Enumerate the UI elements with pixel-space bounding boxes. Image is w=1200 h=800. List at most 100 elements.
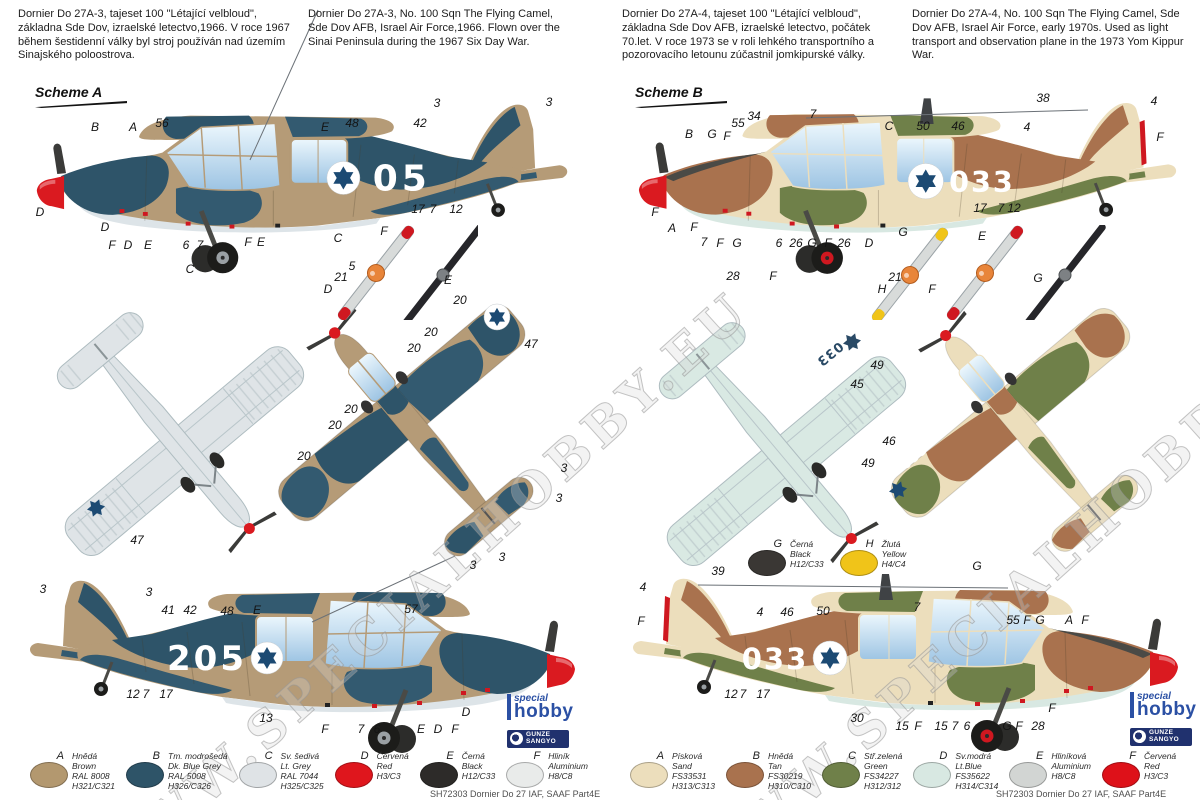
gunze-logo-line2: SANGYO: [1149, 735, 1179, 743]
special-hobby-logo-top: special: [514, 693, 548, 704]
legend-letter: B: [152, 750, 161, 762]
scheme-a-side-view-bottom: 205: [22, 572, 582, 772]
scheme-b-side-view-bottom: 033: [625, 570, 1185, 770]
gunze-logo-line1: GUNZE: [526, 731, 551, 738]
scheme-a-topview-roundel: [483, 303, 511, 331]
star-of-david-icon: [886, 477, 910, 503]
scheme-b-side-view-top: 033: [632, 94, 1184, 292]
color-swatch: [30, 762, 68, 788]
legend-letter: E: [1035, 750, 1044, 762]
fuselage-code: 205: [167, 639, 247, 679]
scheme-b-text-english: Dornier Do 27A-4, No. 100 Sqn The Flying…: [912, 8, 1184, 62]
propeller-blade-part-red-tip: [942, 225, 1028, 320]
color-swatch: [1102, 762, 1141, 788]
legend-letter: D: [939, 750, 948, 762]
legend-letter: B: [752, 750, 761, 762]
color-swatch: [839, 550, 878, 576]
scheme-a-underline: [35, 101, 127, 108]
color-swatch: [1009, 762, 1048, 788]
color-swatch: [238, 762, 277, 788]
scheme-b-label-text: Scheme B: [635, 84, 703, 100]
scheme-a-label-text: Scheme A: [35, 84, 103, 100]
fuselage-code: 05: [373, 159, 431, 200]
color-swatch: [506, 762, 545, 788]
legend-letter: A: [656, 750, 664, 762]
kit-number-footer: SH72303 Dornier Do 27 IAF, SAAF Part4E: [430, 789, 601, 799]
legend-letter: C: [848, 750, 857, 762]
legend-letter: F: [533, 750, 541, 762]
legend-letter: G: [773, 538, 782, 550]
scheme-b-underline: [635, 101, 727, 108]
legend-letter: H: [865, 538, 874, 550]
scheme-b-detail-parts: [867, 225, 1110, 320]
scheme-b-text-czech: Dornier Do 27A-4, tajeset 100 "Létající …: [622, 8, 874, 62]
scheme-a-text-czech: Dornier Do 27A-3, tajeset 100 "Létající …: [18, 8, 290, 62]
legend-letter: A: [56, 750, 64, 762]
legend-letter: E: [446, 750, 454, 762]
special-hobby-logo-main: hobby: [514, 701, 574, 722]
fuselage-code: 033: [742, 642, 809, 676]
scheme-a-text-english: Dornier Do 27A-3, No. 100 Sqn The Flying…: [308, 8, 560, 48]
color-swatch: [126, 762, 165, 788]
gunze-sangyo-logo: GUNZE SANGYO: [1130, 728, 1192, 746]
black-propeller-part: [1020, 225, 1110, 320]
gunze-logo-icon: [510, 732, 523, 746]
gunze-logo-icon: [1133, 730, 1146, 744]
gunze-logo-line1: GUNZE: [1149, 729, 1174, 736]
color-swatch: [822, 762, 861, 788]
star-of-david-icon: [84, 495, 108, 521]
scheme-b-label: Scheme B: [635, 84, 727, 108]
legend-letter: F: [1129, 750, 1137, 762]
special-hobby-logo: special hobby: [507, 693, 574, 722]
color-swatch: [913, 762, 952, 788]
scheme-a-detail-parts: [333, 225, 478, 320]
color-swatch: [419, 762, 458, 788]
gunze-logo-line2: SANGYO: [526, 737, 556, 745]
special-hobby-logo-top: special: [1137, 691, 1171, 702]
fuselage-code: 033: [949, 165, 1015, 199]
kit-number-footer: SH72303 Dornier Do 27 IAF, SAAF Part4E: [996, 789, 1167, 799]
propeller-blade-part-yellow-tip: [867, 225, 953, 320]
gunze-sangyo-logo: GUNZE SANGYO: [507, 730, 569, 748]
color-swatch: [726, 762, 765, 788]
propeller-blade-part: [333, 225, 419, 320]
special-hobby-logo: special hobby: [1130, 691, 1197, 720]
color-swatch: [334, 762, 373, 788]
scheme-a-label: Scheme A: [35, 84, 127, 108]
special-hobby-logo-main: hobby: [1137, 699, 1197, 720]
color-swatch: [630, 762, 668, 788]
legend-letter: C: [264, 750, 273, 762]
scheme-a-side-view-top: 05: [30, 96, 575, 291]
color-swatch: [748, 550, 786, 576]
